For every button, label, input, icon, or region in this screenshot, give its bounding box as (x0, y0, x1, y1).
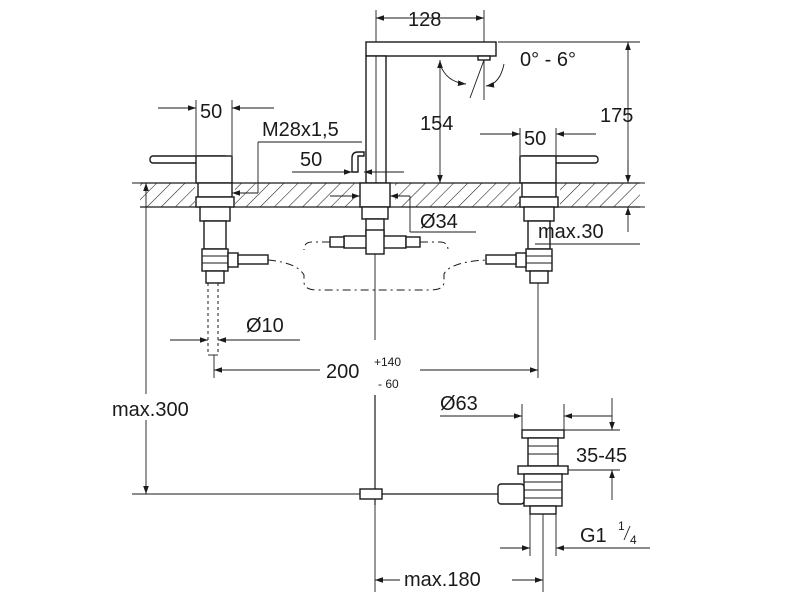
svg-text:- 60: - 60 (378, 377, 399, 391)
dim-total-height: 175 (600, 42, 645, 184)
svg-text:max.30: max.30 (538, 221, 604, 243)
dim-spacing: 200 +140 - 60 (213, 283, 539, 391)
dim-handle-right: 50 (480, 128, 596, 155)
svg-text:4: 4 (630, 533, 637, 547)
svg-text:Ø10: Ø10 (246, 315, 284, 337)
dim-drain-diameter: Ø63 (440, 393, 612, 430)
dim-thread: M28x1,5 (232, 119, 362, 196)
svg-text:+140: +140 (374, 355, 401, 369)
dim-hole-diameter: Ø34 (330, 193, 476, 233)
dim-spout-height: 154 (420, 59, 453, 183)
svg-text:Ø34: Ø34 (420, 211, 458, 233)
connection-hose (267, 259, 487, 291)
svg-text:200: 200 (326, 361, 359, 383)
svg-text:max.300: max.300 (112, 399, 189, 421)
svg-text:1: 1 (618, 519, 625, 533)
svg-text:50: 50 (300, 149, 322, 171)
svg-text:M28x1,5: M28x1,5 (262, 119, 339, 141)
dim-handle-left: 50 (158, 100, 274, 155)
dim-supply-diameter: Ø10 (170, 315, 300, 343)
svg-text:154: 154 (420, 113, 453, 135)
right-valve (485, 155, 599, 284)
svg-text:max.180: max.180 (404, 569, 481, 591)
svg-text:0° - 6°: 0° - 6° (520, 49, 576, 71)
drain-assembly (359, 429, 569, 515)
svg-text:128: 128 (408, 9, 441, 31)
svg-text:G1: G1 (580, 525, 607, 547)
svg-text:35-45: 35-45 (576, 445, 627, 467)
dim-drain-range: 35-45 (564, 398, 627, 500)
dim-spout-reach: 128 (375, 9, 485, 42)
dim-max-depth: max.300 (112, 182, 360, 495)
dim-drain-thread: G1 1 4 (500, 514, 650, 556)
svg-text:50: 50 (524, 128, 546, 150)
dim-max-thickness: max.30 (535, 160, 645, 245)
svg-text:50: 50 (200, 101, 222, 123)
svg-text:175: 175 (600, 105, 633, 127)
svg-text:Ø63: Ø63 (440, 393, 478, 415)
dim-max-reach: max.180 (374, 505, 544, 592)
dim-pull-rod: 50 (292, 149, 404, 175)
spout-assembly (329, 41, 497, 340)
left-valve (149, 155, 269, 356)
